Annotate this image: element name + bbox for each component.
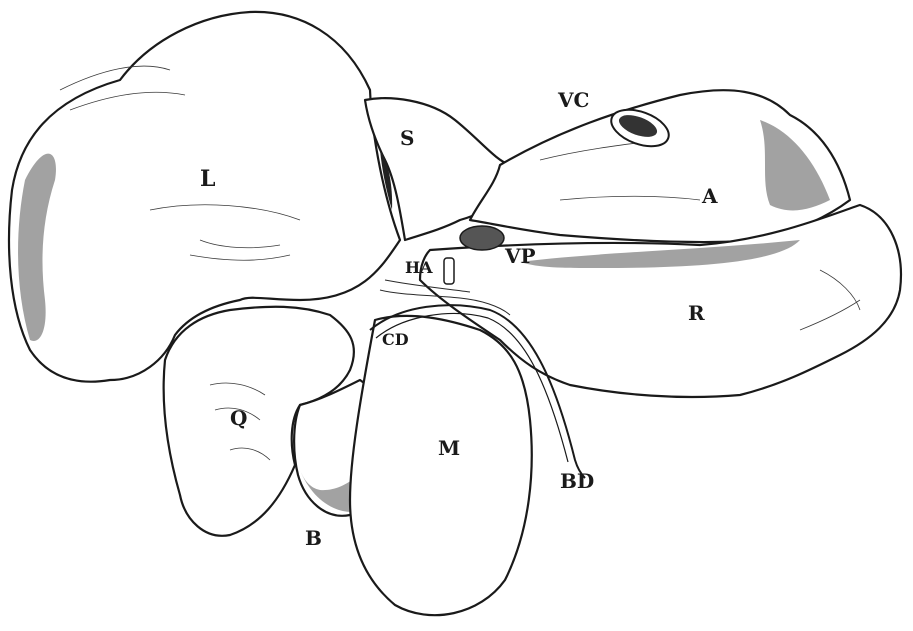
label-VP: VP [505, 246, 536, 266]
label-R: R [688, 303, 705, 323]
label-BD: BD [560, 471, 594, 491]
label-HA: HA [405, 260, 433, 276]
label-A: A [702, 186, 718, 206]
duodenum-mass [350, 316, 532, 615]
label-L: L [200, 168, 215, 190]
portal-vein-opening [460, 226, 504, 250]
label-VC: VC [558, 90, 589, 110]
label-M: M [438, 438, 460, 458]
label-S: S [400, 128, 414, 148]
label-CD: CD [382, 332, 409, 348]
label-B: B [305, 528, 322, 548]
label-Q: Q [230, 408, 247, 428]
